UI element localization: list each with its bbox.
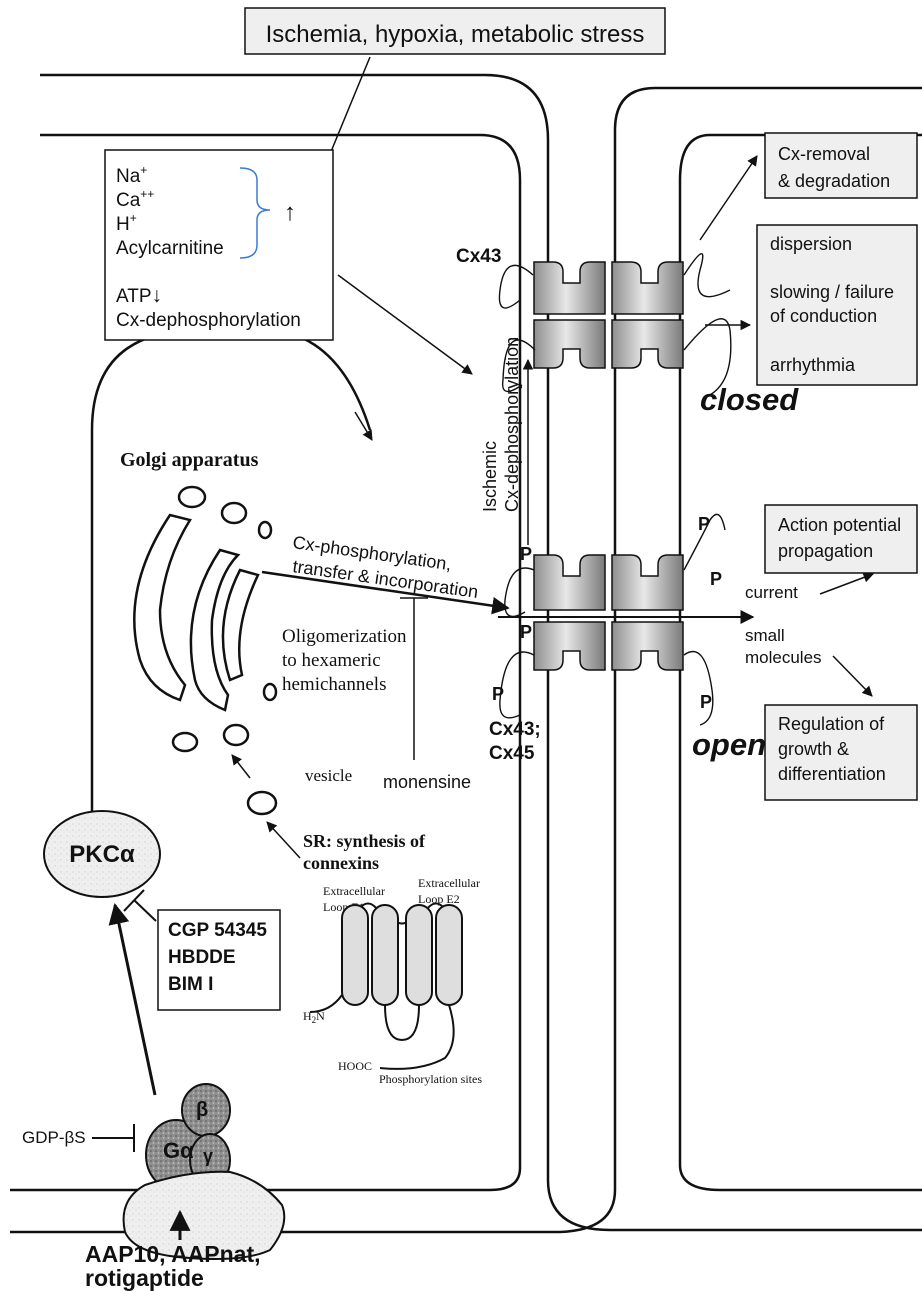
p-label-6: P [700, 692, 712, 712]
closed-channel-upper-left [534, 262, 605, 314]
sr-to-vesicle-arrow [267, 822, 300, 858]
golgi-cisternae [134, 515, 258, 710]
oligomerization-line-2: to hexameric [282, 650, 381, 671]
inhibitor-2: HBDDE [168, 947, 236, 968]
phosphorylation-sites-label: Phosphorylation sites [379, 1072, 482, 1086]
hooc-label: HOOC [338, 1059, 372, 1073]
g-gamma-label: γ [203, 1146, 213, 1166]
pkc-node: PKCα [44, 811, 160, 897]
stress-box: Ischemia, hypoxia, metabolic stress [245, 8, 665, 54]
cx45-bottom-label: Cx45 [489, 743, 535, 764]
ion-to-channel-arrow [338, 275, 472, 374]
p-label-2: P [520, 622, 532, 642]
removal-box: Cx-removal & degradation [765, 133, 917, 198]
closed-label: closed [700, 382, 799, 417]
action-potential-box: Action potential propagation [765, 505, 917, 573]
ion-atp: ATP↓ [116, 284, 162, 307]
monensine-inhibition [400, 598, 428, 760]
ion-increase-arrow: ↑ [284, 199, 296, 226]
growth-line-1: Regulation of [778, 714, 885, 734]
open-channel-upper-left [534, 555, 605, 610]
ap-line-1: Action potential [778, 515, 901, 535]
golgi-title: Golgi apparatus [120, 449, 259, 471]
monensine-label: monensine [383, 772, 471, 792]
p-label-4: P [698, 514, 710, 534]
closed-channel-lower-right [612, 320, 683, 368]
loop-e1-line-1: Extracellular [323, 884, 385, 898]
current-label: current [745, 583, 798, 602]
g-beta-label: β [196, 1099, 208, 1121]
growth-line-3: differentiation [778, 764, 886, 784]
g-alpha-label: Gα [163, 1138, 194, 1163]
inhibitor-1: CGP 54345 [168, 920, 267, 941]
gdp-label: GDP-βS [22, 1128, 86, 1147]
ion-acylcarnitine: Acylcarnitine [116, 238, 224, 259]
small-molecules-1: small [745, 626, 785, 645]
gdp-inhibition-symbol [92, 1124, 134, 1152]
small-molecules-2: molecules [745, 648, 822, 667]
oligomerization-line-3: hemichannels [282, 674, 386, 695]
removal-arrow [700, 156, 757, 240]
effect-dispersion: dispersion [770, 234, 852, 254]
inhibitor-box: CGP 54345 HBDDE BIM I [158, 910, 280, 1010]
agonist-line-1: AAP10, AAPnat, [85, 1241, 261, 1267]
sr-title-2: connexins [303, 853, 379, 873]
cx43-top-label: Cx43 [456, 246, 501, 267]
conduction-effects-box: dispersion slowing / failure of conducti… [757, 225, 917, 385]
growth-line-2: growth & [778, 739, 849, 759]
effect-slowing-1: slowing / failure [770, 282, 894, 302]
p-label-5: P [710, 569, 722, 589]
sr-title-1: SR: synthesis of [303, 831, 426, 851]
connexin-topology [310, 904, 462, 1069]
removal-line-2: & degradation [778, 171, 890, 191]
inhibitor-3: BIM I [168, 974, 213, 995]
current-arrow [820, 574, 873, 594]
open-channel-upper-right [612, 555, 683, 610]
effect-arrhythmia: arrhythmia [770, 355, 856, 375]
oligomerization-line-1: Oligomerization [282, 626, 407, 647]
pkc-inhibition-symbol [124, 890, 156, 921]
cx43-bottom-label: Cx43; [489, 719, 541, 740]
ion-box: Na+ Ca++ H+ Acylcarnitine ↑ ATP↓ Cx-deph… [105, 150, 333, 340]
ion-dephosphorylation: Cx-dephosphorylation [116, 310, 301, 331]
p-label-1: P [520, 544, 532, 564]
agonist-line-2: rotigaptide [85, 1265, 204, 1291]
effect-slowing-2: of conduction [770, 306, 877, 326]
molecules-arrow [833, 656, 872, 696]
closed-channel-lower-left [534, 320, 605, 368]
vesicle-to-golgi-arrow [232, 755, 250, 778]
open-channel-lower-right [612, 622, 683, 670]
gprotein-to-pkc-arrow [115, 905, 155, 1095]
open-channel-lower-left [534, 622, 605, 670]
removal-line-1: Cx-removal [778, 144, 870, 164]
p-label-3: P [492, 684, 504, 704]
growth-box: Regulation of growth & differentiation [765, 705, 917, 800]
stress-label: Ischemia, hypoxia, metabolic stress [266, 21, 645, 48]
pkc-label: PKCα [69, 841, 135, 868]
vesicle-label: vesicle [305, 766, 352, 785]
open-label: open [692, 727, 766, 762]
loop-e2-line-1: Extracellular [418, 876, 480, 890]
closed-channel-upper-right [612, 262, 683, 314]
ap-line-2: propagation [778, 541, 873, 561]
